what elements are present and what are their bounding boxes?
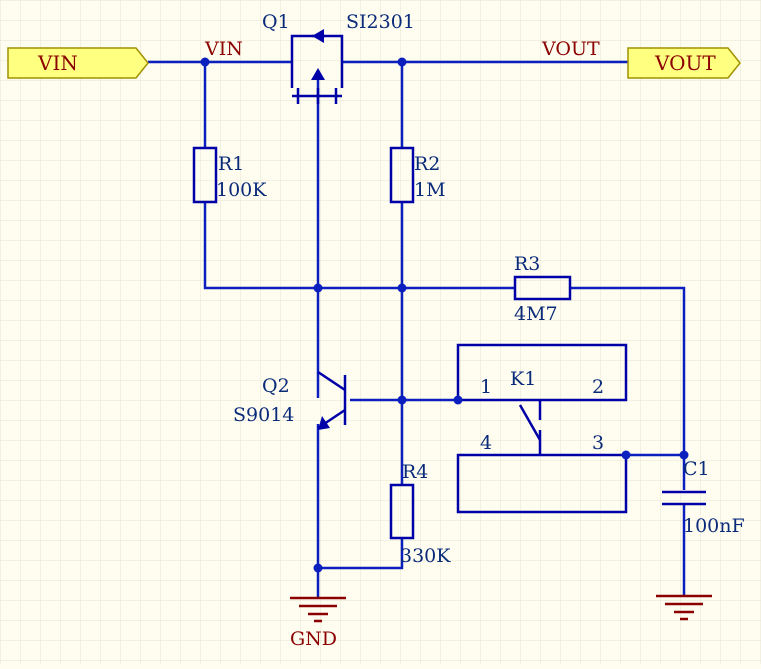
wires: [148, 60, 686, 598]
ground-icon: [290, 594, 712, 623]
r3-designator: R3: [514, 253, 540, 275]
q1-value: SI2301: [346, 11, 415, 33]
c1-designator: C1: [683, 458, 710, 480]
r2-designator: R2: [414, 153, 440, 175]
wire-q2-emitter: [316, 424, 404, 570]
port-vout-label: VOUT: [654, 51, 716, 75]
r2-value: 1M: [414, 179, 446, 201]
k1-designator: K1: [510, 368, 536, 390]
c1-value: 100nF: [683, 515, 745, 537]
r1-designator: R1: [218, 153, 244, 175]
junctions: [200, 57, 689, 573]
net-label-vin: VIN: [204, 38, 243, 60]
capacitor-icon: [662, 490, 706, 506]
k1-pin-1: 1: [480, 376, 492, 398]
net-label-vout: VOUT: [541, 38, 600, 60]
k1-pin-2: 2: [592, 376, 604, 398]
q1-designator: Q1: [262, 11, 290, 33]
r3-value: 4M7: [514, 303, 558, 325]
q2-value: S9014: [233, 404, 294, 426]
switch-icon: [456, 343, 628, 514]
port-vout: VOUT: [627, 47, 741, 79]
port-vin-label: VIN: [37, 51, 78, 75]
p-channel-mosfet-icon: [290, 29, 344, 104]
port-vin: VIN: [7, 47, 149, 79]
r4-resistor-icon: [389, 483, 415, 540]
r1-resistor-icon: [192, 146, 218, 204]
q2-designator: Q2: [262, 375, 290, 397]
r4-designator: R4: [402, 461, 428, 483]
wire-r1-node: [203, 202, 515, 290]
npn-transistor-icon: [317, 370, 347, 430]
k1-pin-4: 4: [480, 432, 492, 454]
r4-value: 330K: [400, 545, 451, 567]
net-label-gnd: GND: [290, 628, 337, 650]
r2-resistor-icon: [389, 146, 415, 204]
k1-pin-3: 3: [592, 432, 604, 454]
r1-value: 100K: [216, 179, 267, 201]
wire-r3-c1: [570, 286, 686, 490]
r3-resistor-icon: [513, 275, 572, 301]
